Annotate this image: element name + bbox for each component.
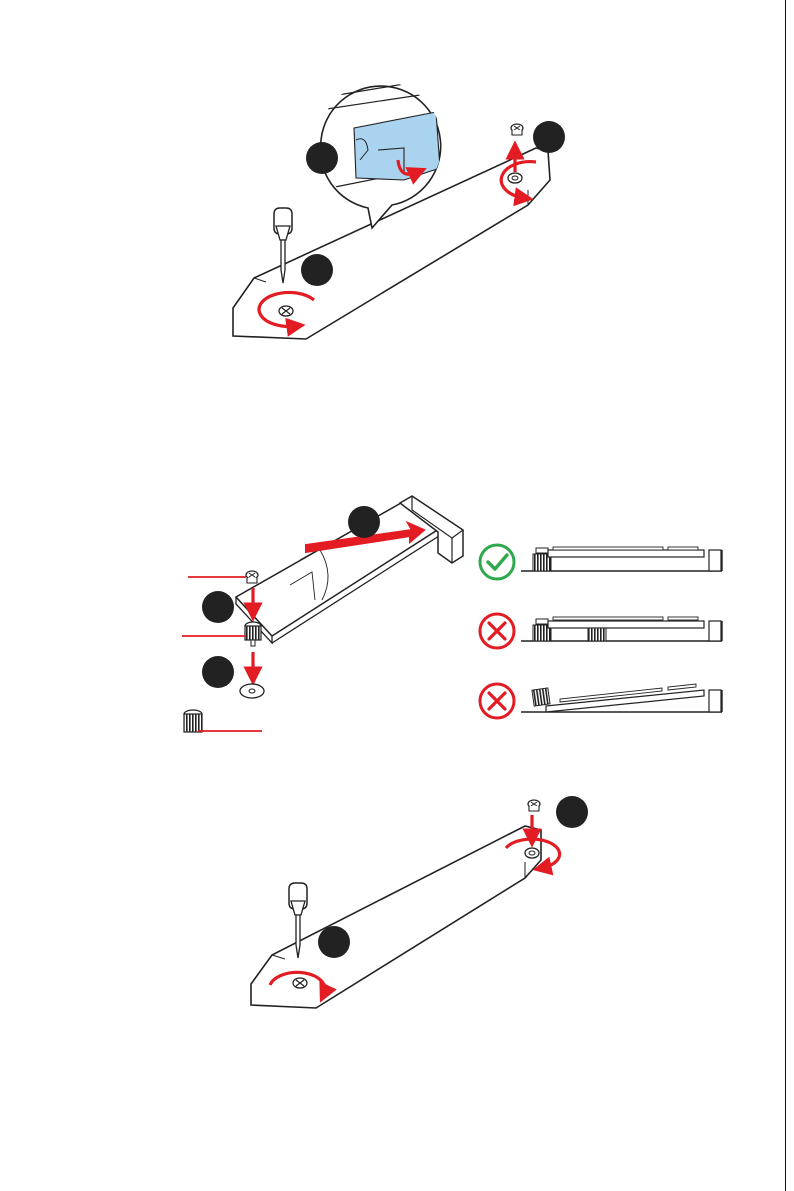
step-marker-2 [318,926,350,958]
step-marker-2 [202,591,234,623]
standoff-hole-right [525,848,539,858]
indicator-incorrect-1 [480,614,722,648]
side-view-incorrect-1 [521,617,722,641]
standoff-hole-right [508,173,522,183]
screw-icon [246,571,258,583]
screw-icon [528,800,540,811]
check-icon [480,545,514,579]
screw-hole-left [279,306,293,316]
side-view-incorrect-2 [521,684,722,712]
figure-remove-screw [233,78,565,339]
figure-secure-screw [251,796,588,1008]
indicator-correct [480,545,722,579]
screw-icon [511,124,523,135]
step-marker-1 [348,506,380,538]
step-marker-2 [533,121,565,153]
standoff-hole [240,684,264,698]
step-marker-3 [301,254,333,286]
figure-insert-ssd [182,496,722,732]
step-marker-3 [202,656,234,688]
standoff-icon [245,622,261,646]
side-view-correct [521,547,722,571]
step-marker-1 [306,142,338,174]
ssd-card [236,499,442,636]
step-marker-1 [556,796,588,828]
indicator-incorrect-2 [480,684,722,718]
screw-hole-left [293,978,307,988]
standoff-icon [184,710,202,732]
